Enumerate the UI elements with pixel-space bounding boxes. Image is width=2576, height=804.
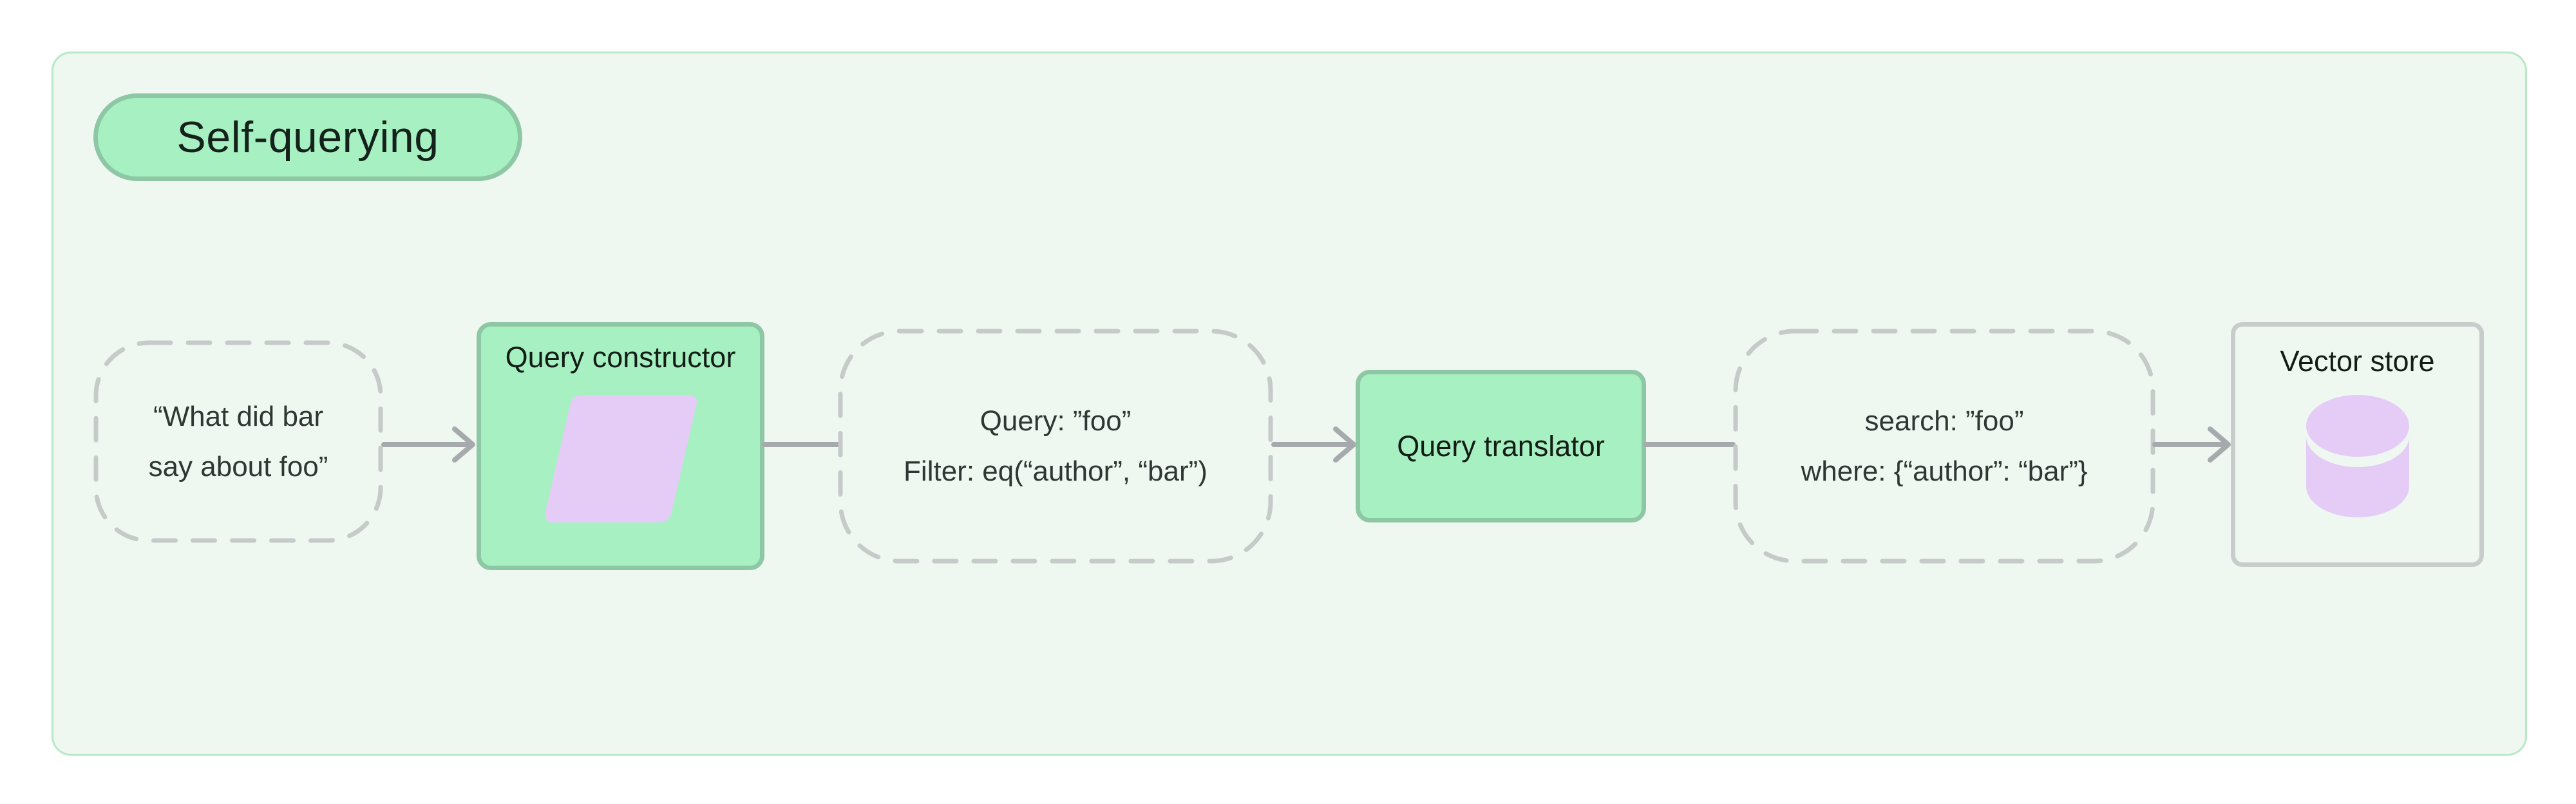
node-translated-query-line2: where: {“author”: “bar”} bbox=[1801, 455, 2088, 487]
arrow-right-icon bbox=[2152, 426, 2231, 463]
node-user-question: “What did bar say about foo” bbox=[93, 340, 383, 543]
database-icon bbox=[2306, 395, 2409, 517]
node-structured-query: Query: ”foo” Filter: eq(“author”, “bar”) bbox=[838, 329, 1273, 564]
node-query-translator-label: Query translator bbox=[1397, 429, 1605, 463]
node-user-question-line2: say about foo” bbox=[148, 450, 328, 483]
node-vector-store-label: Vector store bbox=[2280, 345, 2435, 378]
parallelogram-icon bbox=[542, 395, 699, 522]
node-structured-query-line2: Filter: eq(“author”, “bar”) bbox=[904, 455, 1208, 487]
node-translated-query: search: ”foo” where: {“author”: “bar”} bbox=[1733, 329, 2155, 564]
node-query-constructor: Query constructor bbox=[477, 322, 764, 570]
connector-line bbox=[1643, 442, 1736, 447]
node-translated-query-line1: search: ”foo” bbox=[1864, 405, 2024, 437]
node-query-translator: Query translator bbox=[1356, 370, 1646, 522]
dashed-border bbox=[838, 329, 1273, 564]
node-vector-store: Vector store bbox=[2231, 322, 2484, 567]
connector-line bbox=[762, 442, 840, 447]
diagram-title: Self-querying bbox=[176, 113, 439, 162]
arrow-right-icon bbox=[381, 426, 475, 463]
dashed-border bbox=[93, 340, 383, 543]
arrow-right-icon bbox=[1271, 426, 1356, 463]
node-user-question-line1: “What did bar bbox=[153, 400, 324, 432]
diagram-title-badge: Self-querying bbox=[93, 93, 522, 181]
node-query-constructor-label: Query constructor bbox=[505, 341, 736, 374]
node-structured-query-line1: Query: ”foo” bbox=[980, 405, 1132, 437]
